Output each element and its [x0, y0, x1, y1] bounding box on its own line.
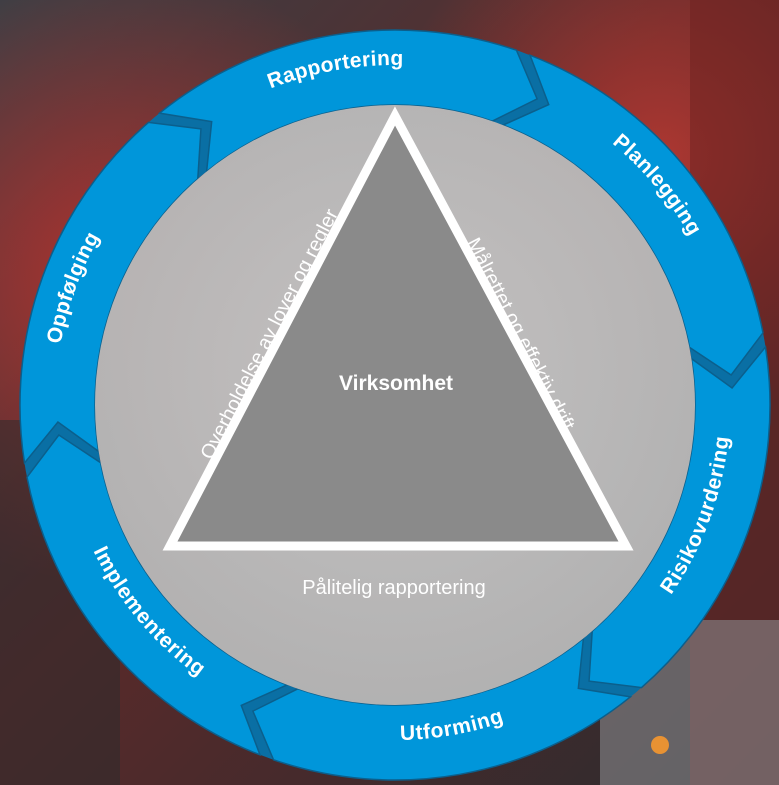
triangle-side-bottom-label: Pålitelig rapportering — [302, 577, 485, 599]
virksomhet-triangle — [162, 106, 634, 551]
center-label: Virksomhet — [339, 372, 453, 395]
